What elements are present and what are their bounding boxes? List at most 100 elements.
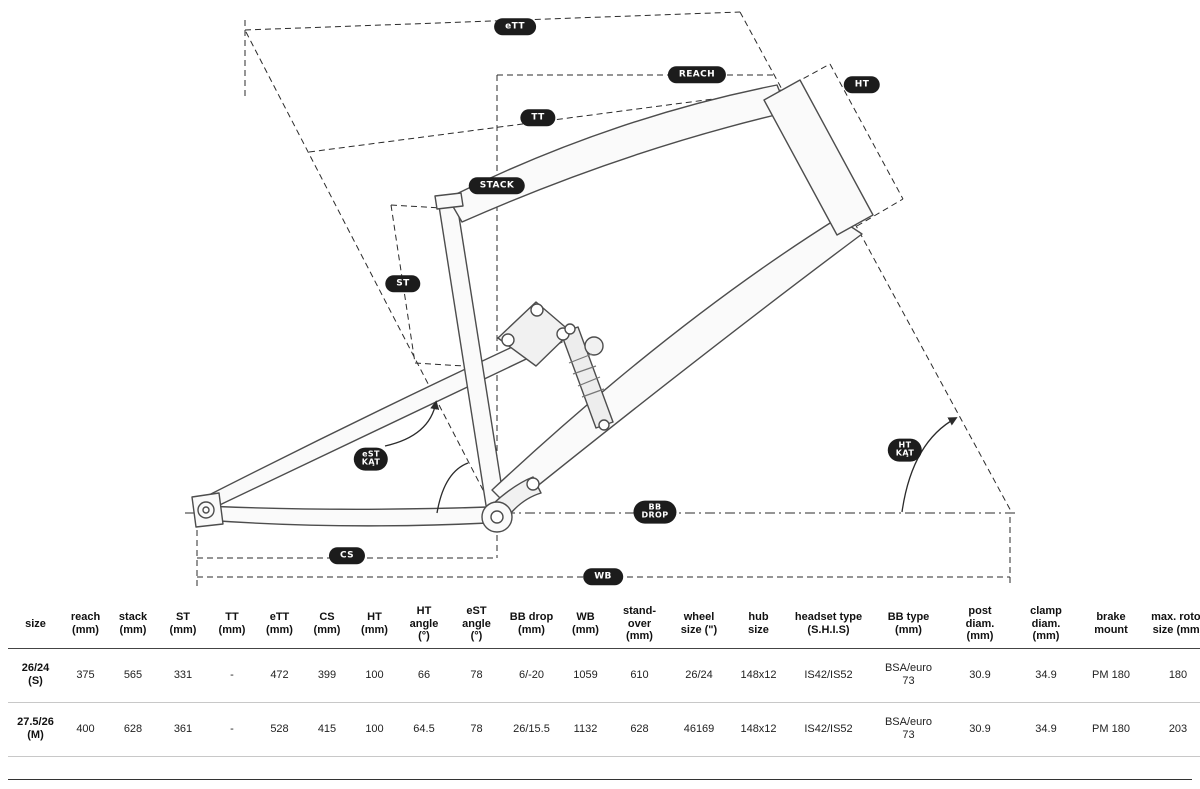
column-header: stack (mm) [108,600,158,649]
st-measure-line [390,204,416,364]
table-cell: IS42/IS52 [787,648,870,703]
ht-top-tick [785,63,831,89]
table-cell: 528 [256,702,303,757]
table-cell: 399 [303,648,351,703]
geometry-diagram: eTT REACH HT TT STACK ST eST KĄT HT KĄT … [185,11,1015,586]
shock-coils [568,353,605,398]
table-cell: 30.9 [947,648,1013,703]
st-label: ST [385,275,421,293]
geometry-table-section: size reach (mm) stack (mm) ST (mm) TT (m… [0,600,1200,757]
table-cell: 361 [158,702,208,757]
column-header: hub size [730,600,787,649]
shock-reservoir [584,336,604,356]
bottom-divider [8,778,1192,780]
column-header: eST angle (°) [450,600,503,649]
reach-label: REACH [667,66,727,84]
bike-frame-drawing [185,11,1015,586]
table-cell: 180 [1143,648,1200,703]
table-cell: 400 [63,702,108,757]
column-header: BB drop (mm) [503,600,560,649]
chainstay [204,505,489,527]
column-header: wheel size (") [668,600,730,649]
header-row: size reach (mm) stack (mm) ST (mm) TT (m… [8,600,1200,649]
column-header: HT (mm) [351,600,398,649]
table-row: 26/24 (S) 375 565 331 - 472 399 100 66 7… [8,648,1200,703]
head-tube [763,79,874,236]
column-header: clamp diam. (mm) [1013,600,1079,649]
table-cell: 610 [611,648,668,703]
down-tube [491,217,863,509]
angle-arrows [384,400,958,514]
table-cell: IS42/IS52 [787,702,870,757]
table-cell: - [208,702,256,757]
table-cell: 78 [450,648,503,703]
shock-eyelet [564,323,576,335]
ett-label: eTT [494,18,536,36]
frame-outline [191,79,874,533]
est-angle-arc [436,462,469,514]
column-header: max. rotor size (mm) [1143,600,1200,649]
label-line: HT [898,440,912,450]
column-header: stand- over (mm) [611,600,668,649]
table-cell: BSA/euro 73 [870,648,947,703]
pivot [501,333,515,347]
table-cell: 203 [1143,702,1200,757]
table-cell: 6/-20 [503,648,560,703]
size-cell: 27.5/26 (M) [8,702,63,757]
table-cell: 472 [256,648,303,703]
table-cell: 78 [450,702,503,757]
table-cell: 30.9 [947,702,1013,757]
table-cell: 628 [108,702,158,757]
construction-lines [185,11,1015,586]
table-cell: PM 180 [1079,648,1143,703]
st-top-tick [390,204,442,209]
shock-eyelet [598,419,610,431]
table-cell: 64.5 [398,702,450,757]
column-header: ST (mm) [158,600,208,649]
column-header: TT (mm) [208,600,256,649]
table-cell: 1059 [560,648,611,703]
column-header: post diam. (mm) [947,600,1013,649]
column-header: CS (mm) [303,600,351,649]
table-cell: 100 [351,702,398,757]
column-header: WB (mm) [560,600,611,649]
table-cell: 34.9 [1013,648,1079,703]
est-line [245,31,498,518]
wb-label: WB [583,568,623,586]
column-header: headset type (S.H.I.S) [787,600,870,649]
table-row: 27.5/26 (M) 400 628 361 - 528 415 100 64… [8,702,1200,757]
table-cell: 148x12 [730,648,787,703]
table-cell: PM 180 [1079,702,1143,757]
column-header: reach (mm) [63,600,108,649]
column-header: BB type (mm) [870,600,947,649]
table-cell: 26/15.5 [503,702,560,757]
label-line: eST [362,449,380,459]
tt-label: TT [520,109,556,127]
column-header: size [8,600,63,649]
label-line: KĄT [361,458,381,467]
seat-clamp [434,192,464,210]
pivot [526,477,540,491]
table-cell: 34.9 [1013,702,1079,757]
ett-line [244,11,741,31]
pivot [530,303,544,317]
table-cell: 565 [108,648,158,703]
ht-angle-label: HT KĄT [887,438,923,462]
label-line: DROP [641,511,669,520]
ht-angle-arc [901,417,958,513]
table-cell: 46169 [668,702,730,757]
column-header: eTT (mm) [256,600,303,649]
label-line: BB [648,502,662,512]
rear-axle-hole [202,506,210,514]
table-cell: 100 [351,648,398,703]
label-line: KĄT [895,449,915,458]
top-tube [447,84,789,223]
table-cell: 1132 [560,702,611,757]
est-angle-label: eST KĄT [353,447,389,471]
stack-label: STACK [468,177,526,195]
ht-measure-line [829,63,904,200]
table-cell: 331 [158,648,208,703]
table-cell: BSA/euro 73 [870,702,947,757]
table-cell: 628 [611,702,668,757]
table-cell: - [208,648,256,703]
